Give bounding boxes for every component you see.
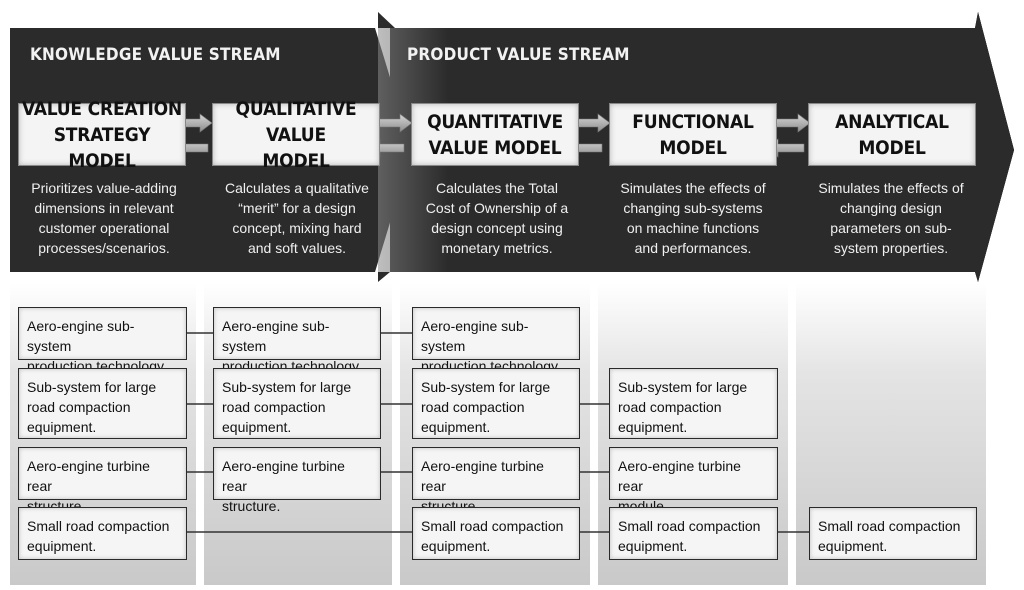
product-value-stream-title: PRODUCT VALUE STREAM [407,45,630,65]
analytical-model-description: Simulates the effects of changing design… [818,180,964,256]
case-turbine-rear-module-fn: Aero-engine turbine rear module. [609,447,778,514]
product-stream-head [975,12,1014,282]
analytical-model-title: ANALYTICAL MODEL [835,110,949,159]
qualitative-value-model-box: QUALITATIVE VALUE MODEL [212,98,380,172]
case-large-road-compaction-fn: Sub-system for large road compaction equ… [609,368,778,439]
case-large-road-compaction-qn: Sub-system for large road compaction equ… [412,368,580,439]
case-aero-engine-production-technology-ql: Aero-engine sub-system production techno… [213,307,381,374]
stream-arrow-tip-left [378,12,395,28]
functional-model-title: FUNCTIONAL MODEL [632,110,754,159]
case-turbine-rear-structure-vc: Aero-engine turbine rear structure. [18,447,187,514]
case-large-road-compaction-ql: Sub-system for large road compaction equ… [213,368,381,439]
qualitative-value-model-title: QUALITATIVE VALUE MODEL [235,97,357,172]
case-small-road-compaction-vc: Small road compaction equipment. [18,507,187,560]
analytical-model-box: ANALYTICAL MODEL [808,103,976,166]
functional-model-description: Simulates the effects of changing sub-sy… [620,180,766,256]
case-small-road-compaction-qn: Small road compaction equipment. [412,507,580,560]
case-turbine-rear-structure-qn: Aero-engine turbine rear structure. [412,447,580,514]
case-aero-engine-production-technology-qn: Aero-engine sub-system production techno… [412,307,580,374]
functional-model-box: FUNCTIONAL MODEL [609,103,777,166]
case-small-road-compaction-an: Small road compaction equipment. [809,507,977,560]
quantitative-value-model-box: QUANTITATIVE VALUE MODEL [411,103,579,166]
qualitative-value-model-description: Calculates a qualitative “merit” for a d… [225,180,369,256]
case-small-road-compaction-fn: Small road compaction equipment. [609,507,778,560]
case-large-road-compaction-vc: Sub-system for large road compaction equ… [18,368,187,439]
knowledge-value-stream-title: KNOWLEDGE VALUE STREAM [30,45,281,65]
quantitative-value-model-description: Calculates the Total Cost of Ownership o… [425,180,569,256]
value-creation-strategy-model-description: Prioritizes value-adding dimensions in r… [31,180,177,256]
case-aero-engine-production-technology-vc: Aero-engine sub-system production techno… [18,307,187,374]
case-turbine-rear-structure-ql: Aero-engine turbine rear structure. [213,447,381,514]
quantitative-value-model-title: QUANTITATIVE VALUE MODEL [427,110,563,159]
case-connectors [187,332,809,533]
value-creation-strategy-model-box: VALUE CREATION STRATEGY MODEL [18,98,186,172]
value-creation-strategy-model-title: VALUE CREATION STRATEGY MODEL [21,97,183,172]
knowledge-stream-arrow [10,28,412,272]
